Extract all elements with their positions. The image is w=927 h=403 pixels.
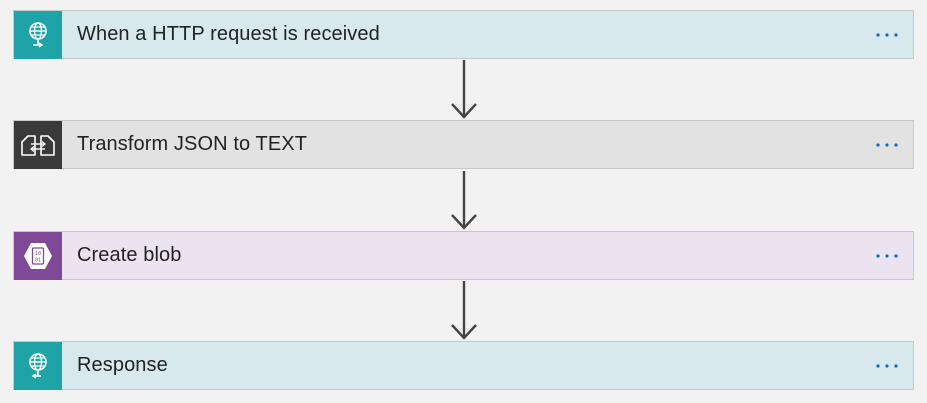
arrow-down-icon	[451, 281, 477, 340]
more-options-button[interactable]	[867, 15, 907, 55]
svg-text:10: 10	[35, 251, 41, 257]
step-card-http-trigger[interactable]: When a HTTP request is received	[13, 10, 914, 59]
transform-icon	[14, 120, 62, 169]
arrow-down-icon	[451, 171, 477, 230]
step-card-response[interactable]: Response	[13, 341, 914, 390]
http-response-icon	[14, 341, 62, 390]
step-title: When a HTTP request is received	[77, 23, 380, 45]
connector-arrow	[449, 171, 479, 231]
ellipsis-icon	[876, 253, 898, 258]
more-options-button[interactable]	[867, 125, 907, 165]
ellipsis-icon	[876, 363, 898, 368]
step-card-create-blob[interactable]: 10 01 Create blob	[13, 231, 914, 280]
ellipsis-icon	[876, 32, 898, 37]
step-title: Create blob	[77, 244, 182, 266]
http-request-icon	[14, 10, 62, 59]
svg-text:01: 01	[35, 257, 41, 263]
connector-arrow	[449, 281, 479, 341]
step-title: Response	[77, 354, 168, 376]
connector-arrow	[449, 60, 479, 120]
step-card-transform[interactable]: Transform JSON to TEXT	[13, 120, 914, 169]
ellipsis-icon	[876, 142, 898, 147]
more-options-button[interactable]	[867, 346, 907, 386]
more-options-button[interactable]	[867, 236, 907, 276]
blob-storage-icon: 10 01	[14, 231, 62, 280]
step-title: Transform JSON to TEXT	[77, 133, 308, 155]
arrow-down-icon	[451, 60, 477, 119]
